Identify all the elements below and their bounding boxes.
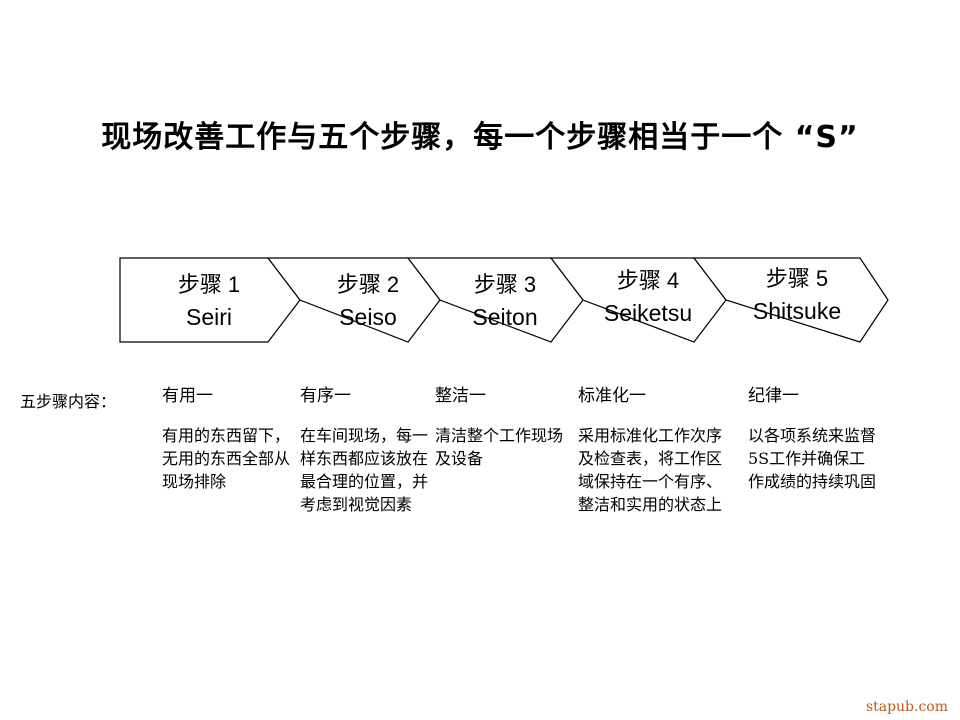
step-content-text: 在车间现场，每一样东西都应该放在最合理的位置，并考虑到视觉因素 [300,426,429,514]
chevron-label-1: 步骤 1 Seiri [144,270,274,334]
chevron-label-3: 步骤 3 Seiton [440,270,570,334]
step-name: Seiketsu [603,300,693,326]
watermark: stapub.com [865,699,948,715]
step-content-heading: 纪律一 [748,386,799,406]
content-label: 五步骤内容： [20,392,117,411]
step-content-heading: 有序一 [300,386,351,406]
step-content-3: 整洁一 清洁整个工作现场及设备 [435,384,585,470]
step-name: Seiton [472,304,538,330]
step-number: 步骤 4 [616,268,680,293]
chevron-label-4: 步骤 4 Seiketsu [583,266,713,330]
step-number: 步骤 2 [336,272,400,297]
step-content-2: 有序一 在车间现场，每一样东西都应该放在最合理的位置，并考虑到视觉因素 [300,384,450,516]
step-name: Seiso [339,304,397,330]
step-name: Shitsuke [752,298,842,324]
step-content-heading: 整洁一 [435,386,486,406]
step-number: 步骤 3 [473,272,537,297]
chevron-label-2: 步骤 2 Seiso [303,270,433,334]
chevron-step-4 [549,257,727,343]
step-content-4: 标准化一 采用标准化工作次序及检查表，将工作区域保持在一个有序、整洁和实用的状态… [578,384,728,516]
chevron-step-3 [406,257,584,343]
step-number: 步骤 5 [765,266,829,291]
step-content-5: 纪律一 以各项系统来监督5S工作并确保工作成绩的持续巩固 [748,384,898,493]
step-content-text: 采用标准化工作次序及检查表，将工作区域保持在一个有序、整洁和实用的状态上 [578,426,723,514]
step-name: Seiri [185,304,232,330]
chevron-step-1 [119,257,301,343]
page-title: 现场改善工作与五个步骤，每一个步骤相当于一个 “S” [101,120,859,155]
step-content-1: 有用一 有用的东西留下，无用的东西全部从现场排除 [162,384,312,493]
step-number: 步骤 1 [177,272,241,297]
step-content-heading: 标准化一 [578,386,646,406]
chevron-step-5 [692,257,889,343]
step-content-text: 有用的东西留下，无用的东西全部从现场排除 [162,426,291,491]
step-content-text: 清洁整个工作现场及设备 [435,426,564,468]
chevron-label-5: 步骤 5 Shitsuke [732,264,862,328]
step-content-text: 以各项系统来监督5S工作并确保工作成绩的持续巩固 [748,426,877,491]
chevron-step-2 [266,257,441,343]
step-content-heading: 有用一 [162,386,213,406]
